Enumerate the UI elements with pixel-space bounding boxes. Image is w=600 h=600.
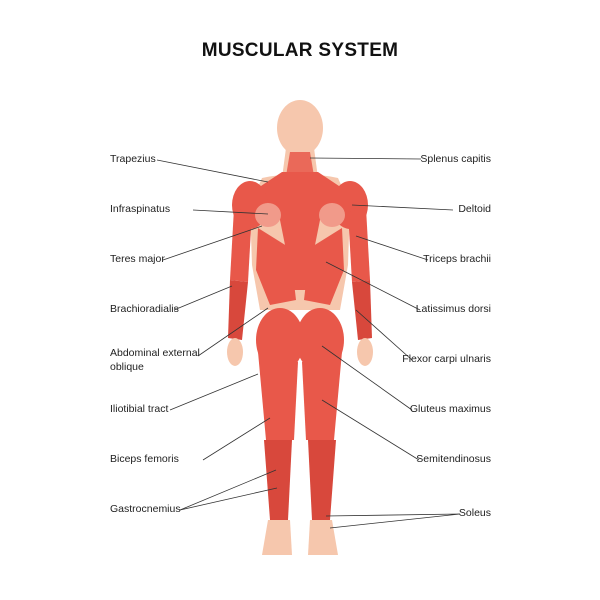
leader-lines bbox=[156, 157, 461, 529]
calf-right bbox=[308, 440, 336, 520]
label-iliotibial-tract: Iliotibial tract bbox=[110, 403, 169, 415]
thigh-right bbox=[302, 352, 342, 440]
label-splenus-capitis: Splenus capitis bbox=[420, 153, 491, 165]
upper-arm-right bbox=[348, 208, 370, 282]
calf-left bbox=[264, 440, 292, 520]
label-deltoid: Deltoid bbox=[458, 203, 491, 215]
infraspinatus-right-muscle bbox=[319, 203, 345, 227]
label-abdominal-external-oblique-line1: Abdominal external bbox=[110, 347, 200, 359]
foot-left bbox=[262, 520, 292, 555]
label-abdominal-external-oblique-line2: oblique bbox=[110, 361, 144, 373]
label-latissimus-dorsi: Latissimus dorsi bbox=[415, 303, 491, 315]
forearm-right bbox=[352, 280, 372, 340]
foot-right bbox=[308, 520, 338, 555]
splenius-capitis-muscle bbox=[286, 152, 314, 176]
forearm-left bbox=[228, 280, 248, 340]
thigh-left bbox=[258, 352, 298, 440]
label-infraspinatus: Infraspinatus bbox=[110, 203, 171, 215]
latissimus-right-muscle bbox=[304, 228, 344, 305]
hand-left bbox=[227, 338, 243, 366]
label-abdominal-external-oblique: Abdominal external oblique bbox=[110, 346, 200, 374]
label-soleus: Soleus bbox=[458, 507, 491, 519]
label-teres-major: Teres major bbox=[110, 253, 165, 265]
label-brachioradialis: Brachioradialis bbox=[110, 303, 179, 315]
label-gastrocnemius: Gastrocnemius bbox=[110, 503, 181, 515]
label-triceps-brachii: Triceps brachii bbox=[423, 253, 491, 265]
label-trapezius: Trapezius bbox=[110, 153, 156, 165]
latissimus-left-muscle bbox=[256, 228, 296, 305]
label-biceps-femoris: Biceps femoris bbox=[110, 453, 179, 465]
label-flexor-carpi-ulnaris: Flexor carpi ulnaris bbox=[402, 353, 491, 365]
label-gluteus-maximus: Gluteus maximus bbox=[409, 403, 491, 415]
label-semitendinosus: Semitendinosus bbox=[416, 453, 491, 465]
page-title: MUSCULAR SYSTEM bbox=[201, 40, 399, 61]
head bbox=[277, 100, 323, 156]
infraspinatus-left-muscle bbox=[255, 203, 281, 227]
hand-right bbox=[357, 338, 373, 366]
trapezius-muscle bbox=[252, 172, 348, 290]
upper-arm-left bbox=[230, 208, 252, 282]
